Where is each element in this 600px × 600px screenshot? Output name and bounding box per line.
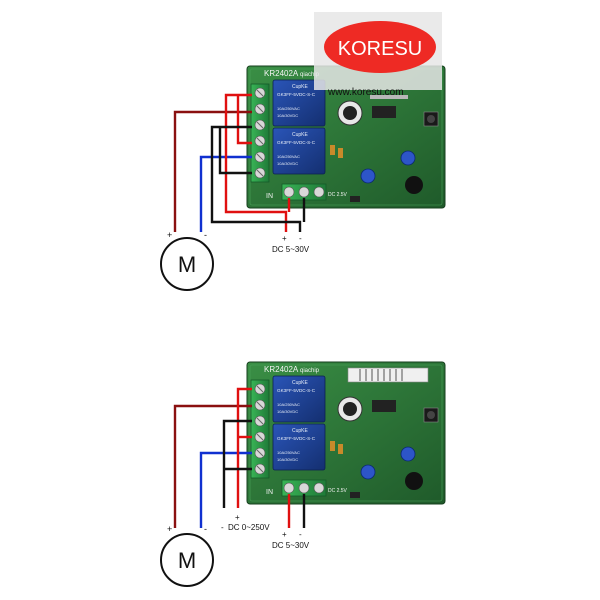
load-power-label: DC 0~250V bbox=[228, 523, 270, 532]
wire-red-bridge bbox=[236, 95, 252, 145]
power-label: DC 5~30V bbox=[272, 541, 310, 550]
wires bbox=[173, 387, 306, 528]
relay-brand: CupKE bbox=[292, 380, 309, 386]
board-model-label: KR2402A bbox=[264, 365, 299, 374]
power-label: DC 5~30V bbox=[272, 245, 310, 254]
board-maker-label: qiachip bbox=[300, 368, 320, 374]
motor-minus-sign: - bbox=[204, 524, 207, 534]
input-terminal-block: IN DC 2.5V bbox=[266, 183, 348, 201]
board-components bbox=[330, 95, 439, 202]
input-label: IN bbox=[266, 489, 273, 496]
wire-motor-plus bbox=[173, 404, 252, 528]
wire-motor-minus bbox=[199, 451, 252, 528]
wire-red-bridge bbox=[224, 93, 288, 232]
motor-symbol: M bbox=[178, 548, 196, 573]
power-plus-sign: + bbox=[282, 234, 287, 243]
diagram-top: KR2402A qiachip CupKE GK3FF-5VDC-S-C 10A… bbox=[160, 65, 446, 291]
relay-rating-2: 10A/30VDC bbox=[277, 409, 298, 414]
brand-name: KORESU bbox=[338, 38, 422, 60]
relay-rating-2: 10A/30VDC bbox=[277, 161, 298, 166]
power-input: + - DC 5~30V bbox=[272, 530, 310, 550]
relay-rating-2: 10A/30VDC bbox=[277, 113, 298, 118]
wires bbox=[173, 93, 306, 232]
load-power-input: + - DC 0~250V bbox=[221, 513, 270, 532]
power-input: + - DC 5~30V bbox=[272, 234, 310, 254]
relay-1: CupKE GK3FF-5VDC-S-C 10A/250VAC 10A/30VD… bbox=[272, 375, 326, 423]
power-plus-sign: + bbox=[282, 530, 287, 539]
dc-mark: DC 2.5V bbox=[328, 488, 348, 494]
wire-black-bridge bbox=[210, 125, 302, 232]
motor-symbol: M bbox=[178, 252, 196, 277]
relay-rating-1: 10A/250VAC bbox=[277, 450, 300, 455]
relay-2: CupKE GK3FF-5VDC-S-C 10A/250VAC 10A/30VD… bbox=[272, 127, 326, 175]
brand-website: www.koresu.com bbox=[327, 87, 404, 98]
motor: M + - bbox=[160, 230, 214, 291]
relay-brand: CupKE bbox=[292, 132, 309, 138]
relay-brand: CupKE bbox=[292, 428, 309, 434]
input-terminal-block: IN DC 2.5V bbox=[266, 479, 348, 497]
dc-mark: DC 2.5V bbox=[328, 192, 348, 198]
motor-plus-sign: + bbox=[167, 230, 172, 240]
antenna-coil bbox=[347, 367, 429, 383]
board-model-label: KR2402A bbox=[264, 69, 299, 78]
wire-black-bridge bbox=[218, 127, 252, 175]
diagram-bottom: KR2402A qiachip bbox=[160, 361, 446, 587]
relay-2: CupKE GK3FF-5VDC-S-C 10A/250VAC 10A/30VD… bbox=[272, 423, 326, 471]
relay-rating-2: 10A/30VDC bbox=[277, 457, 298, 462]
relay-1: CupKE GK3FF-5VDC-S-C 10A/250VAC 10A/30VD… bbox=[272, 79, 326, 127]
relay-model: GK3FF-5VDC-S-C bbox=[277, 140, 316, 145]
relay-brand: CupKE bbox=[292, 84, 309, 90]
relay-model: GK3FF-5VDC-S-C bbox=[277, 92, 316, 97]
load-power-plus-sign: + bbox=[235, 513, 240, 522]
load-power-minus-sign: - bbox=[221, 523, 224, 532]
output-terminal-block bbox=[250, 379, 270, 479]
output-terminal-block bbox=[250, 83, 270, 183]
wire-motor-minus bbox=[199, 155, 252, 232]
motor-minus-sign: - bbox=[204, 230, 207, 240]
relay-rating-1: 10A/250VAC bbox=[277, 106, 300, 111]
board-components bbox=[330, 396, 439, 498]
relay-rating-1: 10A/250VAC bbox=[277, 154, 300, 159]
motor-plus-sign: + bbox=[167, 524, 172, 534]
board-maker-label: qiachip bbox=[300, 72, 320, 78]
motor: M + - bbox=[160, 524, 214, 587]
relay-model: GK3FF-5VDC-S-C bbox=[277, 436, 316, 441]
relay-rating-1: 10A/250VAC bbox=[277, 402, 300, 407]
input-label: IN bbox=[266, 193, 273, 200]
power-minus-sign: - bbox=[299, 234, 302, 243]
wire-black-bridge bbox=[222, 419, 252, 508]
relay-model: GK3FF-5VDC-S-C bbox=[277, 388, 316, 393]
brand-logo: KORESU www.koresu.com bbox=[314, 12, 442, 98]
power-minus-sign: - bbox=[299, 530, 302, 539]
